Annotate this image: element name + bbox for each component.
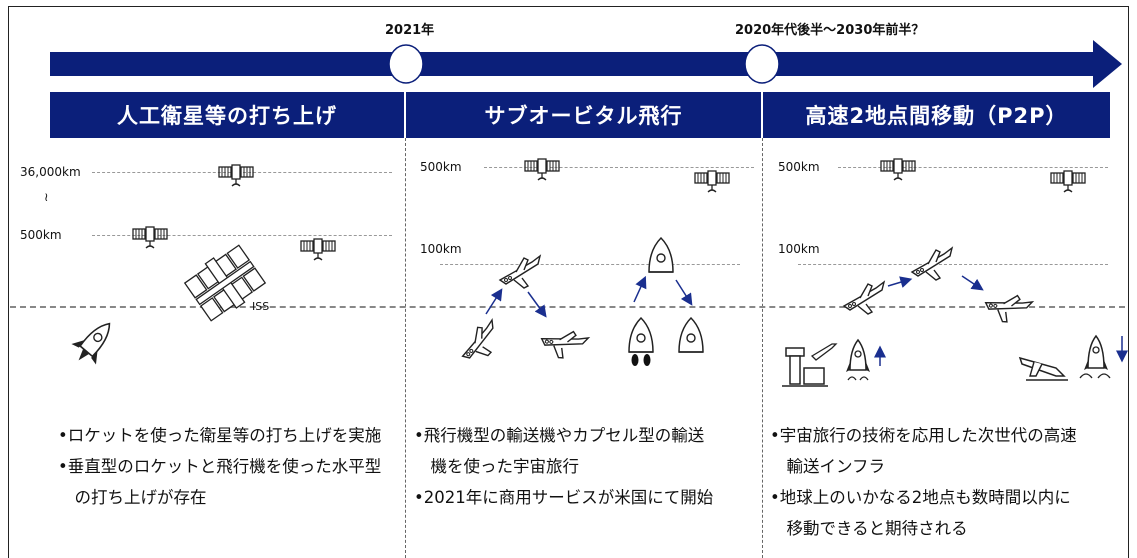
altitude-label-500: 500km — [778, 160, 820, 174]
altitude-line — [440, 264, 740, 265]
satellite-icon — [694, 170, 730, 193]
timeline-arrow — [50, 40, 1122, 88]
altitude-break-symbol: ≀ — [44, 190, 49, 204]
year-label-2021: 2021年 — [385, 23, 435, 38]
iss-label: ISS — [252, 300, 270, 313]
column-header-satellite-launch: 人工衛星等の打ち上げ — [50, 92, 404, 138]
altitude-label-100: 100km — [778, 242, 820, 256]
bullet-line: 輸送インフラ — [770, 457, 886, 476]
altitude-label-500: 500km — [20, 228, 62, 242]
capsule-icon — [628, 317, 654, 366]
airport-icon — [782, 343, 838, 387]
column-divider — [762, 138, 763, 558]
satellite-icon — [524, 158, 560, 181]
bullet-line: •ロケットを使った衛星等の打ち上げを実施 — [58, 426, 382, 445]
trajectory-arrows — [485, 275, 693, 318]
bullet-line: 機を使った宇宙旅行 — [414, 457, 580, 476]
altitude-label-500: 500km — [420, 160, 462, 174]
timeline-marker-2021 — [388, 44, 424, 84]
rocket-icon — [71, 322, 111, 365]
bullet-line: 移動できると期待される — [770, 519, 968, 538]
satellite-icon — [132, 226, 168, 249]
column-description-suborbital: •飛行機型の輸送機やカプセル型の輸送 機を使った宇宙旅行 •2021年に商用サー… — [414, 420, 713, 513]
year-label-2030: 2020年代後半〜2030年前半？ — [735, 23, 925, 38]
bullet-line: の打ち上げが存在 — [58, 488, 207, 507]
altitude-line — [92, 235, 392, 236]
altitude-label-100: 100km — [420, 242, 462, 256]
altitude-line — [484, 167, 754, 168]
diagram-frame — [8, 6, 1129, 558]
ground-line — [10, 306, 1125, 308]
bullet-line: •飛行機型の輸送機やカプセル型の輸送 — [414, 426, 705, 445]
bullet-line: •2021年に商用サービスが米国にて開始 — [414, 488, 714, 507]
vertical-rocket-icon — [846, 338, 886, 381]
satellite-icon — [218, 164, 254, 187]
bullet-line: •地球上のいかなる2地点も数時間以内に — [770, 488, 1071, 507]
airplane-landing-icon — [1018, 356, 1068, 381]
trajectory-arrows — [887, 275, 984, 291]
bullet-line: •垂直型のロケットと飛行機を使った水平型 — [58, 457, 382, 476]
column-description-p2p: •宇宙旅行の技術を応用した次世代の高速 輸送インフラ •地球上のいかなる2地点も… — [770, 420, 1077, 544]
satellite-icon — [880, 158, 916, 181]
column-description-satellite-launch: •ロケットを使った衛星等の打ち上げを実施 •垂直型のロケットと飛行機を使った水平… — [58, 420, 381, 513]
vertical-rocket-icon — [1079, 334, 1128, 379]
column-header-p2p: 高速2地点間移動（P2P） — [763, 92, 1110, 138]
altitude-line — [838, 167, 1108, 168]
altitude-line — [798, 264, 1108, 265]
timeline-marker-2030 — [744, 44, 780, 84]
column-divider — [405, 138, 406, 558]
altitude-line — [92, 172, 392, 173]
altitude-label-36000: 36,000km — [20, 165, 81, 179]
space-station-icon — [183, 244, 267, 322]
satellite-icon — [300, 238, 336, 261]
column-header-suborbital: サブオービタル飛行 — [406, 92, 761, 138]
satellite-icon — [1050, 170, 1086, 193]
bullet-line: •宇宙旅行の技術を応用した次世代の高速 — [770, 426, 1077, 445]
